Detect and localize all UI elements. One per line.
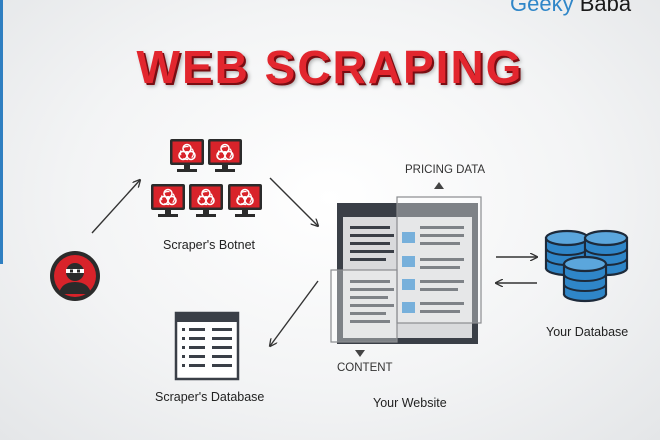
brand-logo: Geeky Baba: [510, 0, 631, 17]
arrow-attacker-to-botnet: [91, 180, 140, 234]
your-database-label: Your Database: [546, 325, 629, 339]
left-accent-bar: [0, 0, 3, 264]
biohazard-monitor-icon: [208, 139, 242, 172]
database-icon: [544, 229, 629, 303]
botnet-label: Scraper's Botnet: [163, 238, 256, 252]
content-highlight: [330, 269, 398, 357]
pricing-data-highlight: [396, 182, 482, 324]
website-page-icon: [337, 203, 478, 344]
content-label: CONTENT: [337, 362, 393, 374]
biohazard-monitor-icon: [151, 184, 185, 217]
pricing-data-label: PRICING DATA: [405, 164, 486, 176]
brand-logo-part1: Geeky: [510, 0, 574, 16]
arrow-website-to-scraper-database: [270, 280, 319, 346]
scraper-database-label: Scraper's Database: [155, 390, 265, 404]
biohazard-monitor-icon: [228, 184, 262, 217]
biohazard-monitor-icon: [170, 139, 204, 172]
biohazard-monitor-icon: [189, 184, 223, 217]
document-list-icon: [174, 311, 240, 381]
your-website-label: Your Website: [373, 396, 447, 410]
page-title: WEB SCRAPING: [136, 41, 524, 93]
botnet-icon: [151, 139, 262, 217]
brand-logo-part2: Baba: [573, 0, 632, 16]
masked-hacker-icon: [50, 251, 100, 301]
arrow-botnet-to-website: [269, 177, 318, 226]
database-cylinder-icon: [562, 255, 608, 303]
